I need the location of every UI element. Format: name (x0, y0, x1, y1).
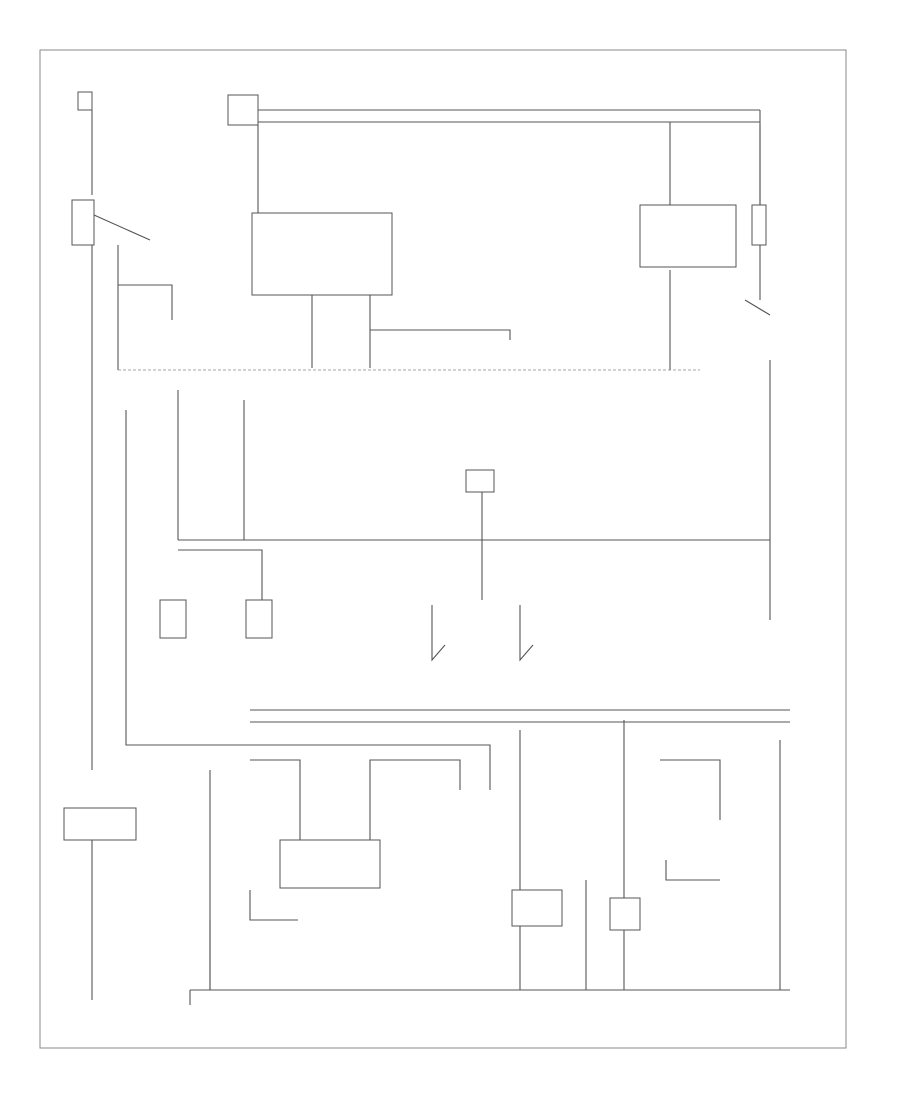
lamp-box-left-2 (245, 599, 273, 639)
right-switch-lever (744, 299, 771, 316)
diagram-border (39, 49, 847, 1049)
green-wire-right (665, 860, 720, 881)
orange-wire-left-long (125, 410, 491, 790)
center-switch-right (519, 605, 534, 662)
lamp-box-left-1 (159, 599, 187, 639)
switch-left (71, 199, 95, 246)
fuse-right (751, 204, 767, 246)
module-lower-center (279, 839, 381, 889)
module-lower-right-2 (609, 897, 641, 931)
green-wire-mid (370, 329, 511, 340)
center-lamp-box (465, 469, 495, 493)
fuse-left-top (77, 91, 93, 111)
orange-wire-lower-2 (250, 759, 301, 840)
module-top-right (639, 204, 737, 268)
orange-wire-right-3 (660, 759, 721, 820)
center-switch-left (431, 605, 446, 662)
orange-wire-branch (118, 284, 173, 320)
relay-lower-left (63, 807, 137, 841)
fuse-box-top (227, 94, 259, 126)
green-wire-lower-2 (369, 759, 461, 840)
green-wire-lower-3 (249, 890, 298, 921)
module-lower-right-1 (511, 889, 563, 927)
red-wire-left-lower (178, 549, 263, 600)
module-top-left (251, 212, 393, 296)
switch-left-link (93, 214, 151, 241)
